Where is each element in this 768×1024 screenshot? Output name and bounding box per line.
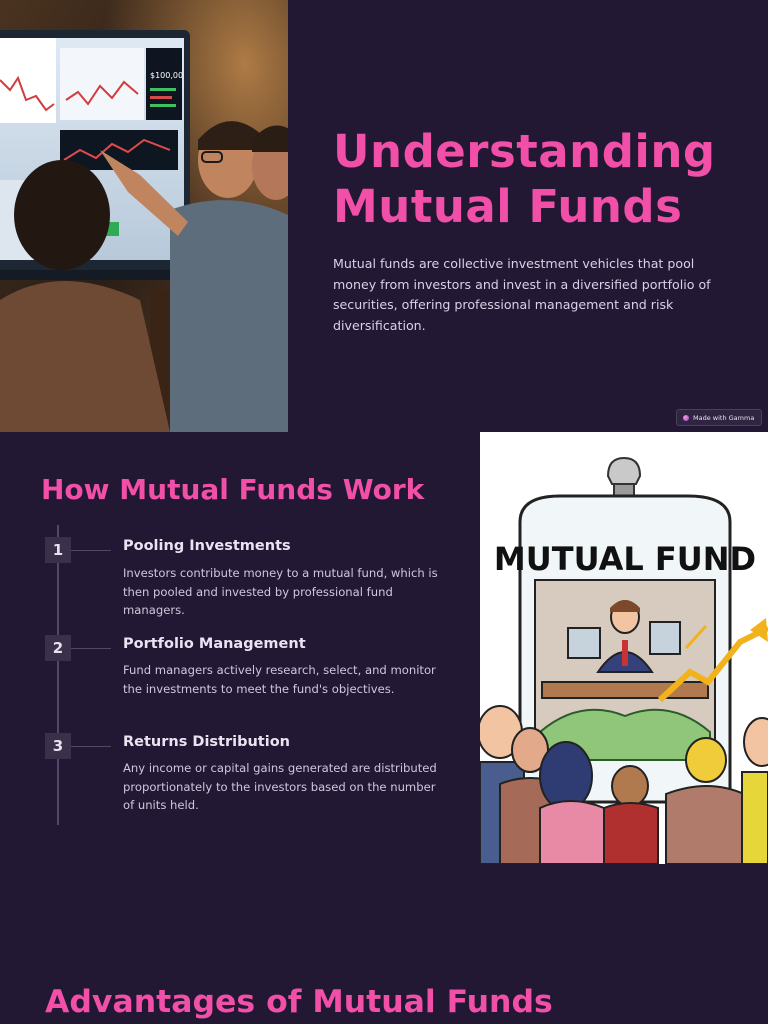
how-it-works-heading: How Mutual Funds Work [41, 473, 425, 506]
step-number-badge: 3 [45, 733, 71, 759]
timeline-line [57, 525, 59, 825]
step-number-badge: 2 [45, 635, 71, 661]
step-connector [71, 648, 111, 649]
gamma-badge-label: Made with Gamma [693, 413, 755, 422]
step-heading-portfolio: Portfolio Management [123, 636, 306, 652]
step-number-badge: 1 [45, 537, 71, 563]
mutual-fund-jar-illustration: MUTUAL FUND [480, 432, 768, 864]
step-text-returns: Any income or capital gains generated ar… [123, 761, 437, 813]
advantages-heading: Advantages of Mutual Funds [45, 984, 553, 1020]
jar-drawing: MUTUAL FUND [480, 456, 768, 864]
trading-team-photo: $100,00 [0, 0, 288, 432]
svg-text:$100,00: $100,00 [150, 71, 183, 80]
intro-paragraph: Mutual funds are collective investment v… [333, 256, 711, 333]
jar-label: MUTUAL FUND [494, 540, 756, 578]
step-heading-returns: Returns Distribution [123, 734, 290, 750]
step-connector [71, 746, 111, 747]
step-text-pooling: Investors contribute money to a mutual f… [123, 566, 438, 618]
gamma-logo-icon [683, 414, 689, 421]
step-connector [71, 550, 111, 551]
trading-photo-illustration: $100,00 [0, 0, 288, 432]
step-heading-pooling: Pooling Investments [123, 538, 291, 554]
step-text-portfolio: Fund managers actively research, select,… [123, 663, 436, 696]
page-title: Understanding Mutual Funds [333, 125, 716, 233]
made-with-gamma-badge[interactable]: Made with Gamma [676, 409, 762, 426]
